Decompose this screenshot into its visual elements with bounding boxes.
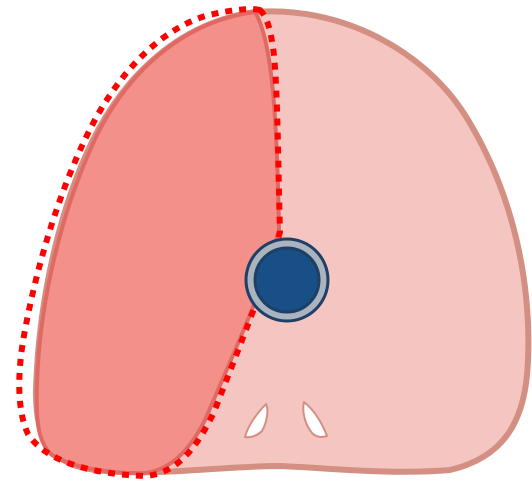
center-core (255, 248, 319, 312)
